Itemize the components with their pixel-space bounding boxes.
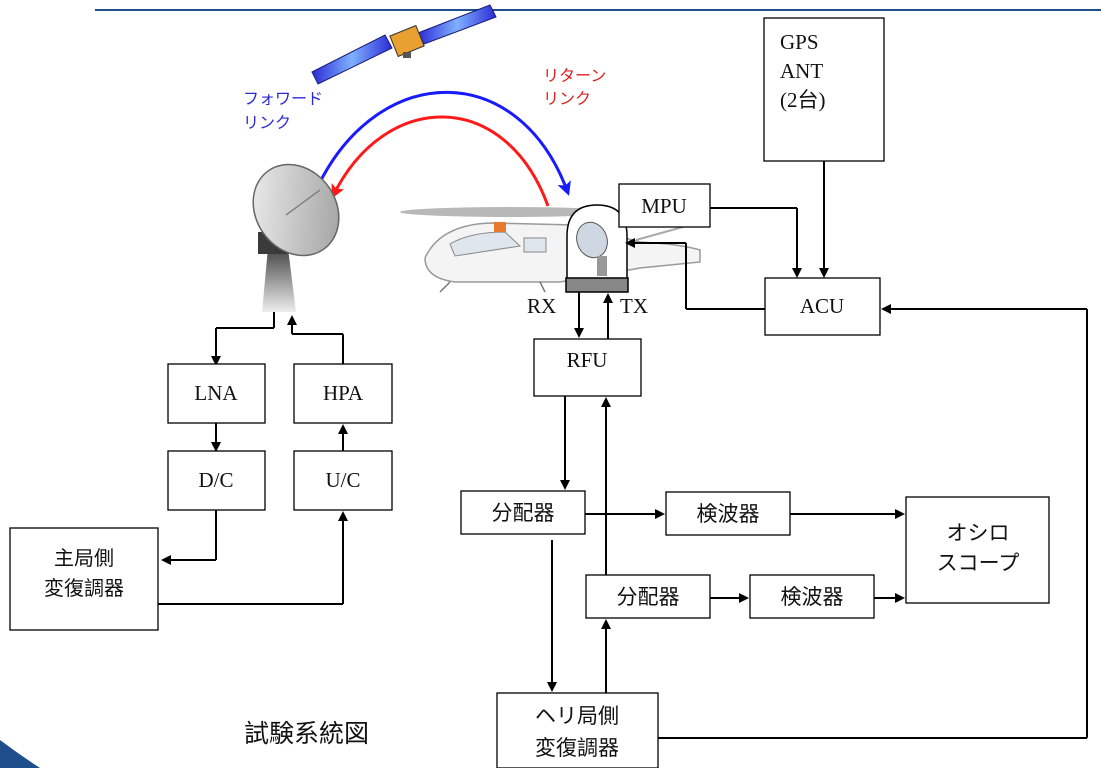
gps-label-1: GPS — [780, 30, 819, 54]
splitter-1-box — [460, 490, 586, 535]
hpa-box — [293, 363, 393, 424]
return-link-arc — [331, 115, 550, 207]
main-modem-label-2: 変復調器 — [44, 576, 124, 600]
dc-box — [167, 450, 266, 511]
tx-label: TX — [620, 294, 648, 318]
oscilloscope-label-1: オシロ — [947, 521, 1010, 545]
splitter-2-label: 分配器 — [617, 585, 680, 609]
detector-1-box — [665, 491, 791, 536]
rfu-box — [533, 338, 642, 397]
hpa-label: HPA — [323, 381, 364, 405]
forward-link-label-2: リンク — [243, 113, 291, 132]
main-modem-label-1: 主局側 — [54, 546, 114, 570]
dc-label: D/C — [198, 468, 233, 492]
gps-label-2: ANT — [780, 59, 823, 83]
detector-1-label: 検波器 — [697, 502, 760, 526]
uc-box — [293, 450, 393, 511]
heli-modem-label-1: ヘリ局側 — [535, 704, 619, 728]
helicopter-icon — [400, 207, 701, 293]
oscilloscope-label-2: スコープ — [937, 551, 1020, 575]
gps-antenna-box — [763, 17, 885, 162]
gps-label-3: (2台) — [780, 88, 826, 112]
acu-label: ACU — [800, 294, 844, 318]
splitter-1-label: 分配器 — [492, 501, 555, 525]
acu-box — [764, 277, 881, 336]
satellite-icon — [311, 4, 497, 85]
ground-dish-antenna-icon — [252, 163, 340, 312]
uc-label: U/C — [325, 468, 360, 492]
rx-label: RX — [527, 294, 556, 318]
detector-2-box — [749, 574, 875, 619]
heli-antenna-radome-icon — [565, 204, 629, 293]
mpu-label: MPU — [641, 194, 687, 218]
forward-link-arc — [316, 90, 571, 196]
lna-box — [167, 363, 266, 424]
mpu-box — [618, 183, 711, 228]
heli-modem-box — [496, 692, 659, 768]
heli-modem-label-2: 変復調器 — [535, 736, 619, 760]
lna-label: LNA — [194, 381, 238, 405]
forward-link-label-1: フォワード — [243, 89, 323, 108]
main-station-modem-box — [9, 527, 159, 631]
detector-2-label: 検波器 — [781, 585, 844, 609]
rfu-label: RFU — [567, 348, 608, 372]
diagram-caption: 試験系統図 — [244, 719, 369, 748]
return-link-label-1: リターン — [543, 66, 606, 85]
corner-decoration — [0, 740, 40, 768]
splitter-2-box — [585, 574, 711, 619]
return-link-label-2: リンク — [543, 89, 591, 108]
oscilloscope-box — [905, 496, 1050, 604]
